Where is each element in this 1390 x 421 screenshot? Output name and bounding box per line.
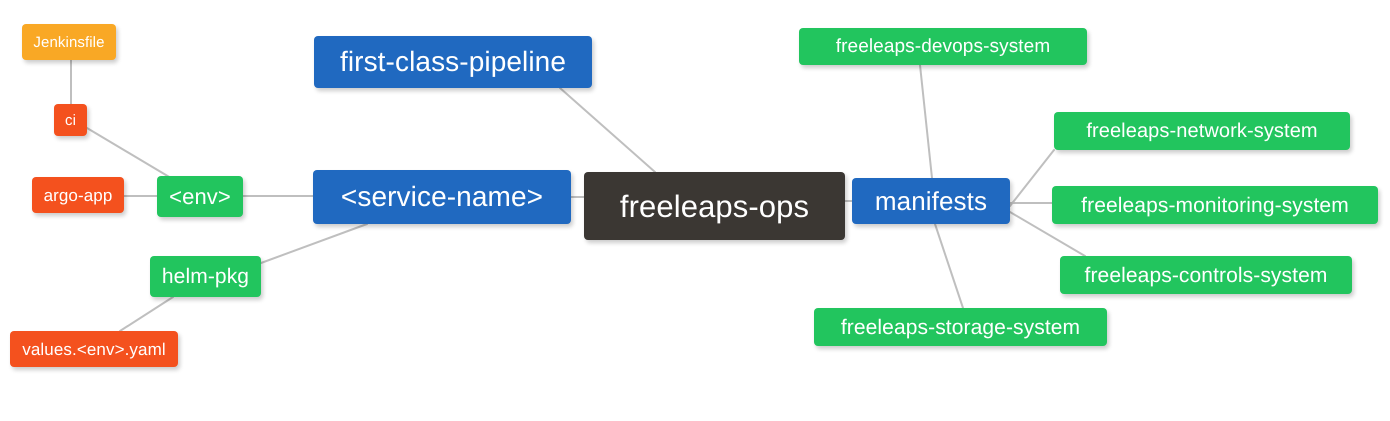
mindmap-node-label: helm-pkg — [161, 265, 250, 288]
mindmap-node-label: freeleaps-devops-system — [835, 36, 1051, 57]
mindmap-node-label: freeleaps-storage-system — [840, 315, 1081, 339]
mindmap-node-label: argo-app — [43, 185, 113, 205]
mindmap-node-freeleaps-ops[interactable]: freeleaps-ops — [584, 172, 845, 240]
mindmap-node-env[interactable]: <env> — [157, 176, 243, 217]
mindmap-node-values-yaml[interactable]: values.<env>.yaml — [10, 331, 178, 367]
mindmap-node-controls-system[interactable]: freeleaps-controls-system — [1060, 256, 1352, 294]
mindmap-node-service-name[interactable]: <service-name> — [313, 170, 571, 224]
edge-manifests-to-storage-system — [934, 223, 964, 309]
mindmap-node-label: ci — [64, 111, 77, 129]
mindmap-node-helm-pkg[interactable]: helm-pkg — [150, 256, 261, 297]
mindmap-node-label: <env> — [169, 183, 231, 209]
mindmap-node-storage-system[interactable]: freeleaps-storage-system — [814, 308, 1107, 346]
mindmap-node-label: manifests — [874, 186, 988, 216]
edge-manifests-to-devops-system — [919, 64, 933, 179]
edge-first-class-pipeline-to-freeleaps-ops — [559, 87, 656, 173]
mindmap-node-argo-app[interactable]: argo-app — [32, 177, 124, 213]
mindmap-node-manifests[interactable]: manifests — [852, 178, 1010, 224]
mindmap-node-jenkinsfile[interactable]: Jenkinsfile — [22, 24, 116, 60]
edge-service-name-to-helm-pkg — [260, 223, 368, 264]
mindmap-node-label: freeleaps-network-system — [1086, 120, 1318, 142]
mindmap-node-label: first-class-pipeline — [339, 46, 567, 77]
edge-helm-pkg-to-values-yaml — [119, 296, 174, 332]
edge-ci-to-env — [86, 127, 177, 182]
mindmap-node-first-class-pipeline[interactable]: first-class-pipeline — [314, 36, 592, 88]
mindmap-node-label: values.<env>.yaml — [22, 339, 166, 359]
mindmap-node-network-system[interactable]: freeleaps-network-system — [1054, 112, 1350, 150]
edge-manifests-to-network-system — [1009, 149, 1055, 207]
mindmap-node-label: Jenkinsfile — [33, 33, 105, 51]
mindmap-node-devops-system[interactable]: freeleaps-devops-system — [799, 28, 1087, 65]
mindmap-node-label: freeleaps-monitoring-system — [1081, 193, 1349, 217]
mindmap-node-monitoring-system[interactable]: freeleaps-monitoring-system — [1052, 186, 1378, 224]
mindmap-node-label: freeleaps-controls-system — [1084, 263, 1328, 287]
mindmap-node-label: freeleaps-ops — [619, 188, 810, 224]
mindmap-node-ci[interactable]: ci — [54, 104, 87, 136]
mindmap-node-label: <service-name> — [340, 181, 544, 212]
